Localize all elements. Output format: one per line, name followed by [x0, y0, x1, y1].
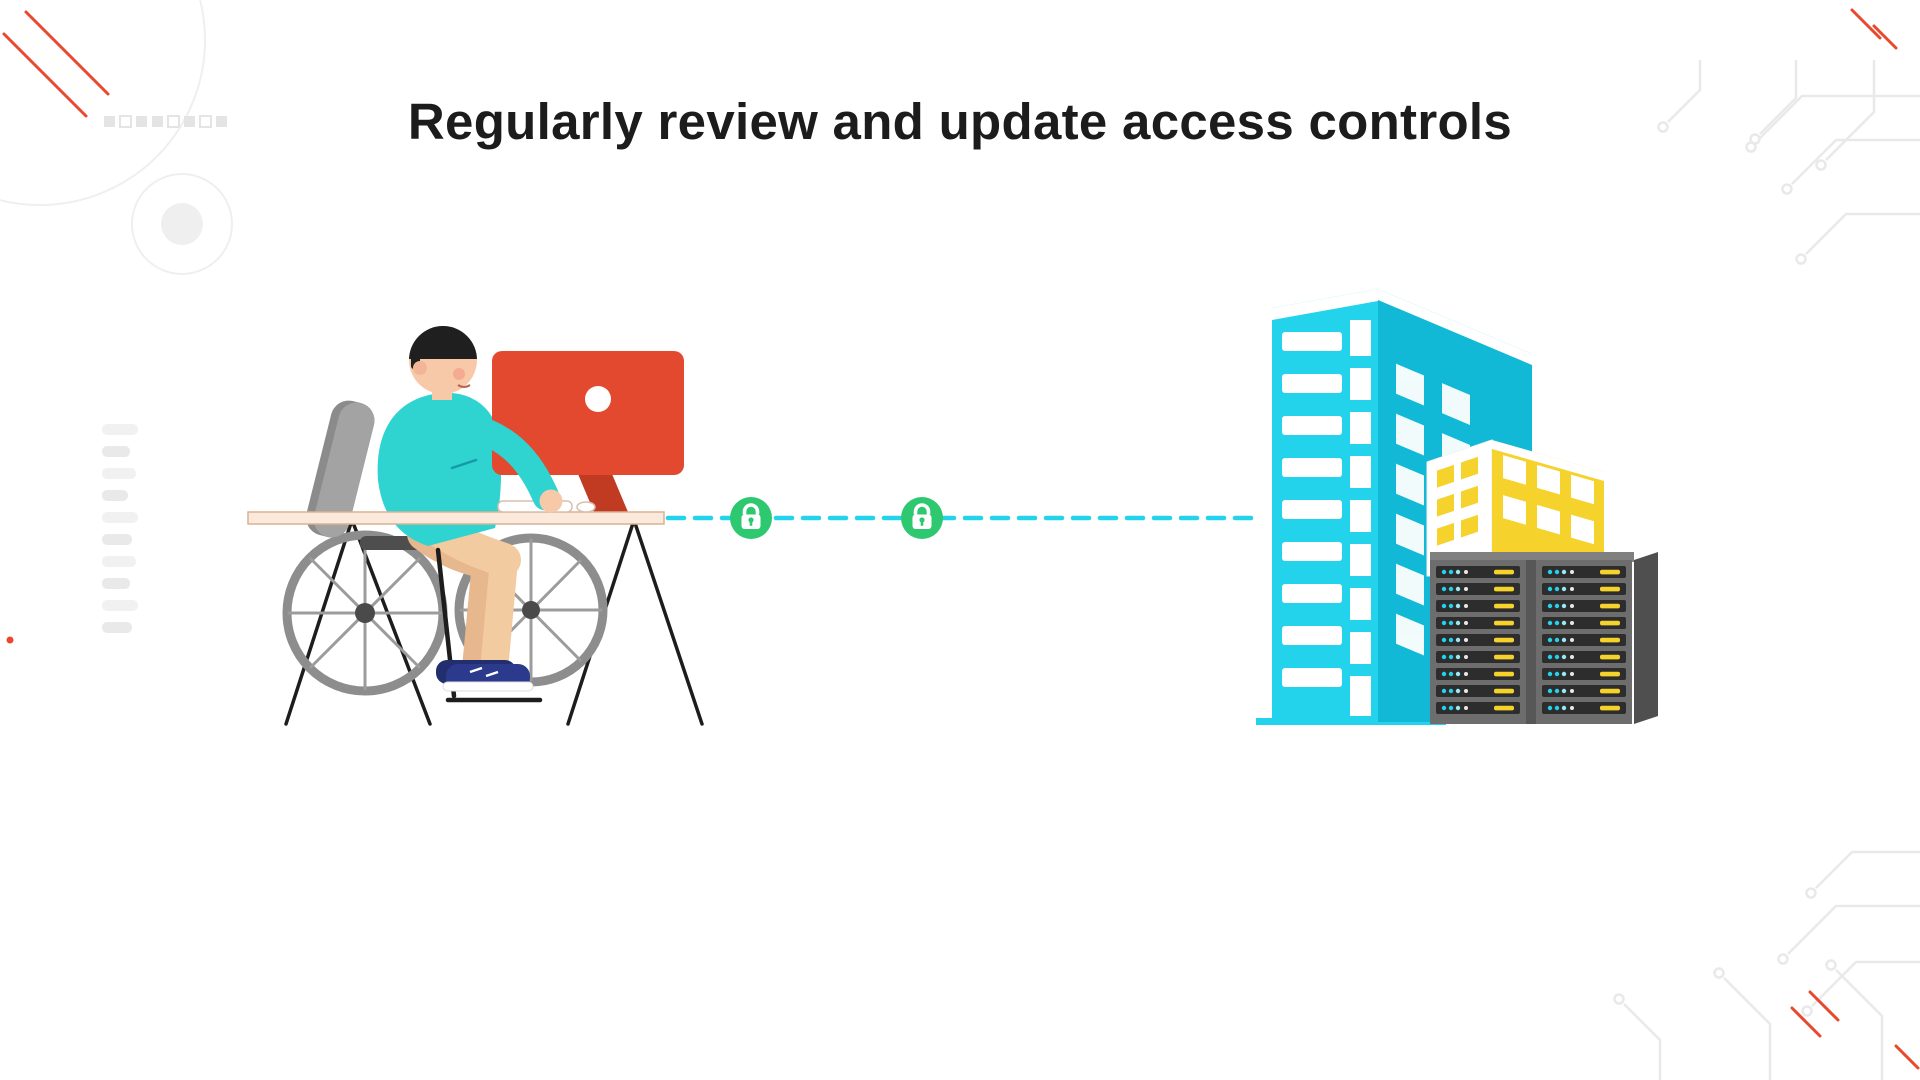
page-title: Regularly review and update access contr…: [407, 93, 1513, 150]
monitor-screen: [492, 351, 684, 475]
wheelchair-backrest: [306, 400, 375, 538]
lock-icon: [899, 495, 945, 541]
person-hand: [539, 489, 563, 513]
circuit-decoration-top-right: [1657, 8, 1920, 265]
shoes: [436, 660, 534, 692]
person-ear: [413, 361, 427, 375]
computer-monitor: [492, 351, 684, 512]
person-hair: [409, 326, 477, 359]
circuit-decoration-top-left: [0, 0, 233, 275]
decoration-left-bars: [6, 424, 138, 644]
person-arm: [454, 412, 563, 513]
lock-icon: [728, 495, 774, 541]
person: [360, 326, 521, 684]
monitor-logo-dot: [585, 386, 611, 412]
desk-top: [247, 511, 665, 525]
server-racks: [1430, 552, 1658, 724]
mouse: [576, 501, 596, 513]
circuit-decoration-bottom-right: [1613, 850, 1920, 1080]
secure-connection: [665, 495, 1259, 541]
